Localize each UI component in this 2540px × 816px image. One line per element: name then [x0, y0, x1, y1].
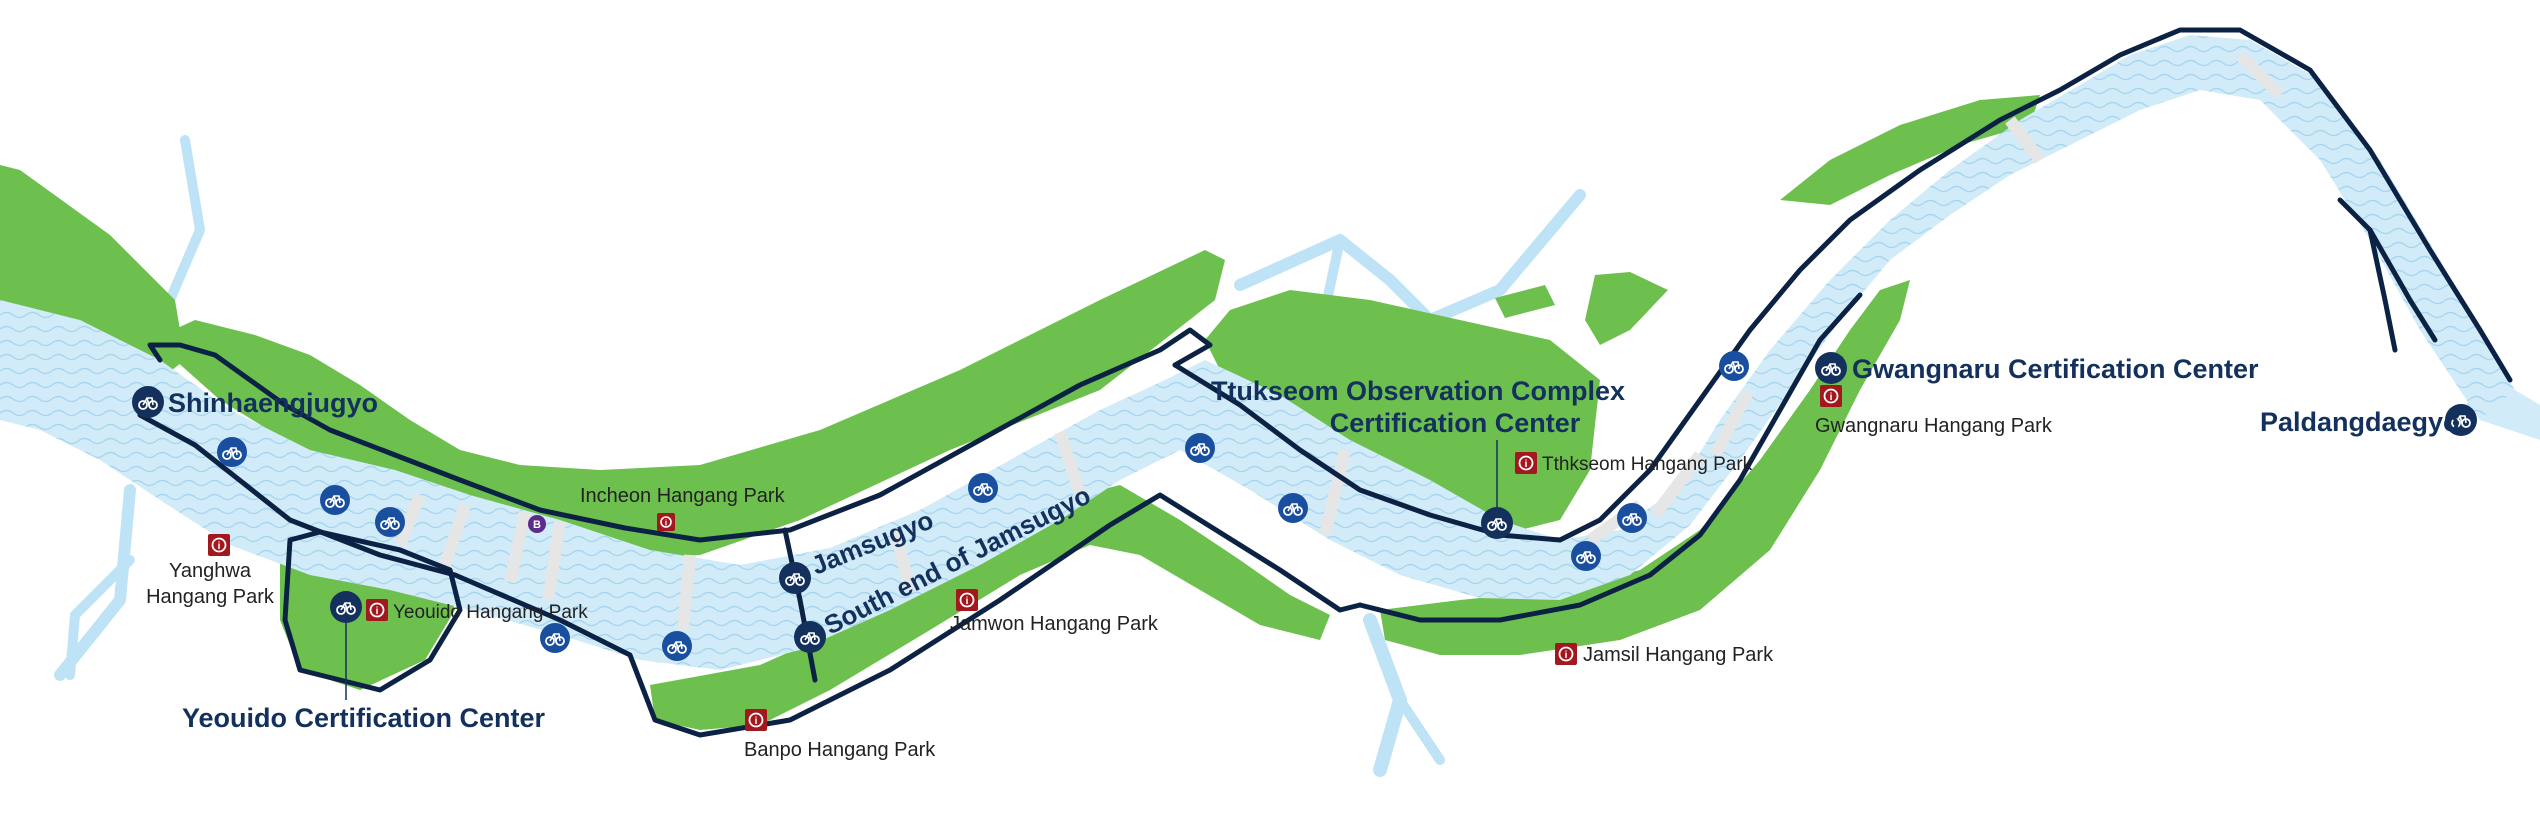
- route-yeouido-loop: [282, 529, 463, 693]
- bike-markers: [217, 351, 1749, 661]
- park-banpo: [650, 485, 1330, 730]
- bridge: [1709, 389, 1754, 458]
- label-gwangnaru-certification-center: Gwangnaru Certification Center: [1852, 354, 2259, 384]
- route-south-east: [1357, 292, 1863, 623]
- bicycle-icon[interactable]: [217, 437, 247, 467]
- bicycle-icon[interactable]: [1617, 503, 1647, 533]
- svg-text:i: i: [1525, 459, 1528, 470]
- label-ttukseom-certification-center: Certification Center: [1330, 408, 1581, 438]
- label-yanghwa-line2: Hangang Park: [146, 586, 275, 608]
- bicycle-icon[interactable]: [662, 631, 692, 661]
- label-paldangdaegyo: Paldangdaegyo: [2260, 407, 2460, 437]
- bicycle-icon[interactable]: [779, 562, 811, 594]
- route-south-bank: [452, 492, 1363, 738]
- bicycle-icon[interactable]: [375, 507, 405, 537]
- route-west-loop: [137, 412, 458, 578]
- label-yeouido-hangang-park: Yeouido Hangang Park: [393, 602, 588, 623]
- park-island-2: [1585, 272, 1668, 345]
- info-icon[interactable]: i: [657, 513, 675, 531]
- label-ttukseom-hangang-park: Tthkseom Hangang Park: [1542, 454, 1753, 475]
- tributary-jungnangcheon: [1234, 189, 1586, 326]
- bicycle-icon[interactable]: [1815, 352, 1847, 384]
- info-icon[interactable]: i: [745, 709, 767, 731]
- bridge: [2005, 116, 2045, 164]
- letter-badge-icon: B: [528, 515, 546, 533]
- label-yeouido-certification-center: Yeouido Certification Center: [182, 703, 546, 733]
- label-jamwon-hangang-park: Jamwon Hangang Park: [950, 613, 1159, 635]
- bicycle-icon[interactable]: [1571, 541, 1601, 571]
- route-jamsugyo-link: [782, 527, 818, 683]
- label-incheon-hangang-park: Incheon Hangang Park: [580, 485, 786, 507]
- bike-route: [137, 27, 2513, 738]
- badge-letter: B: [533, 519, 541, 531]
- bicycle-icon[interactable]: [320, 485, 350, 515]
- park-ttukseom: [1205, 290, 1600, 530]
- bicycle-icon[interactable]: [132, 386, 164, 418]
- bicycle-icon[interactable]: [330, 591, 362, 623]
- bridge: [542, 521, 566, 601]
- tributary-south-west: [54, 484, 136, 681]
- info-icon[interactable]: i: [956, 589, 978, 611]
- info-icon[interactable]: i: [208, 534, 230, 556]
- river-east-tail: [2480, 390, 2540, 440]
- label-jamsil-hangang-park: Jamsil Hangang Park: [1583, 644, 1774, 666]
- label-shinhaengjugyo: Shinhaengjugyo: [168, 388, 378, 418]
- bicycle-icon[interactable]: [794, 621, 826, 653]
- park-info-markers: i i i i i i i i: [208, 385, 1842, 731]
- svg-text:i: i: [665, 519, 667, 528]
- river-waves: [0, 35, 2515, 670]
- route-north-bank: [147, 327, 1213, 543]
- park-island-1: [1495, 285, 1555, 318]
- bridge: [889, 528, 916, 592]
- han-river: [0, 35, 2540, 670]
- bicycle-icon[interactable]: [1719, 351, 1749, 381]
- route-paldang-spur: [2337, 197, 2398, 353]
- bicycle-icon[interactable]: [1185, 433, 1215, 463]
- bicycle-icon[interactable]: [1481, 507, 1513, 539]
- park-labels: Yanghwa Hangang Park Yeouido Hangang Par…: [146, 415, 2053, 761]
- svg-text:i: i: [218, 541, 221, 552]
- tributaries: [54, 135, 2496, 777]
- info-icon[interactable]: i: [1555, 643, 1577, 665]
- bicycle-icon[interactable]: [1278, 493, 1308, 523]
- svg-text:i: i: [1830, 392, 1833, 403]
- leader-lines: [345, 440, 1498, 700]
- svg-text:i: i: [1565, 650, 1568, 661]
- tributary-north-west: [165, 135, 205, 305]
- info-icon[interactable]: i: [1820, 385, 1842, 407]
- bridge: [2235, 50, 2285, 100]
- bridge: [1054, 430, 1086, 497]
- certification-markers: [132, 352, 2477, 653]
- bicycle-icon[interactable]: [968, 473, 998, 503]
- bridge: [394, 492, 426, 548]
- tributary-tancheon-2: [1395, 695, 1445, 765]
- label-banpo-hangang-park: Banpo Hangang Park: [744, 739, 936, 761]
- svg-text:i: i: [376, 606, 379, 617]
- bridges: [394, 50, 2285, 631]
- route-paldang-spur-2: [2367, 227, 2438, 343]
- info-icon[interactable]: i: [366, 599, 388, 621]
- bridge: [504, 510, 531, 584]
- bicycle-icon[interactable]: [2445, 404, 2477, 436]
- svg-text:i: i: [755, 716, 758, 727]
- bridge: [1319, 448, 1351, 537]
- label-ttukseom-observation-complex: Ttukseom Observation Complex: [1211, 376, 1625, 406]
- tributary-south-west-2: [65, 555, 135, 680]
- label-gwangnaru-hangang-park: Gwangnaru Hangang Park: [1815, 415, 2053, 437]
- bridge: [677, 554, 696, 631]
- route-north-east: [1172, 27, 2513, 543]
- svg-text:i: i: [966, 596, 969, 607]
- bridge: [439, 503, 471, 567]
- bridge: [1650, 451, 1705, 519]
- label-yanghwa-line1: Yanghwa: [169, 560, 252, 582]
- park-gwangnaru-north: [1780, 95, 2040, 205]
- bicycle-icon[interactable]: [540, 623, 570, 653]
- info-icon[interactable]: i: [1515, 452, 1537, 474]
